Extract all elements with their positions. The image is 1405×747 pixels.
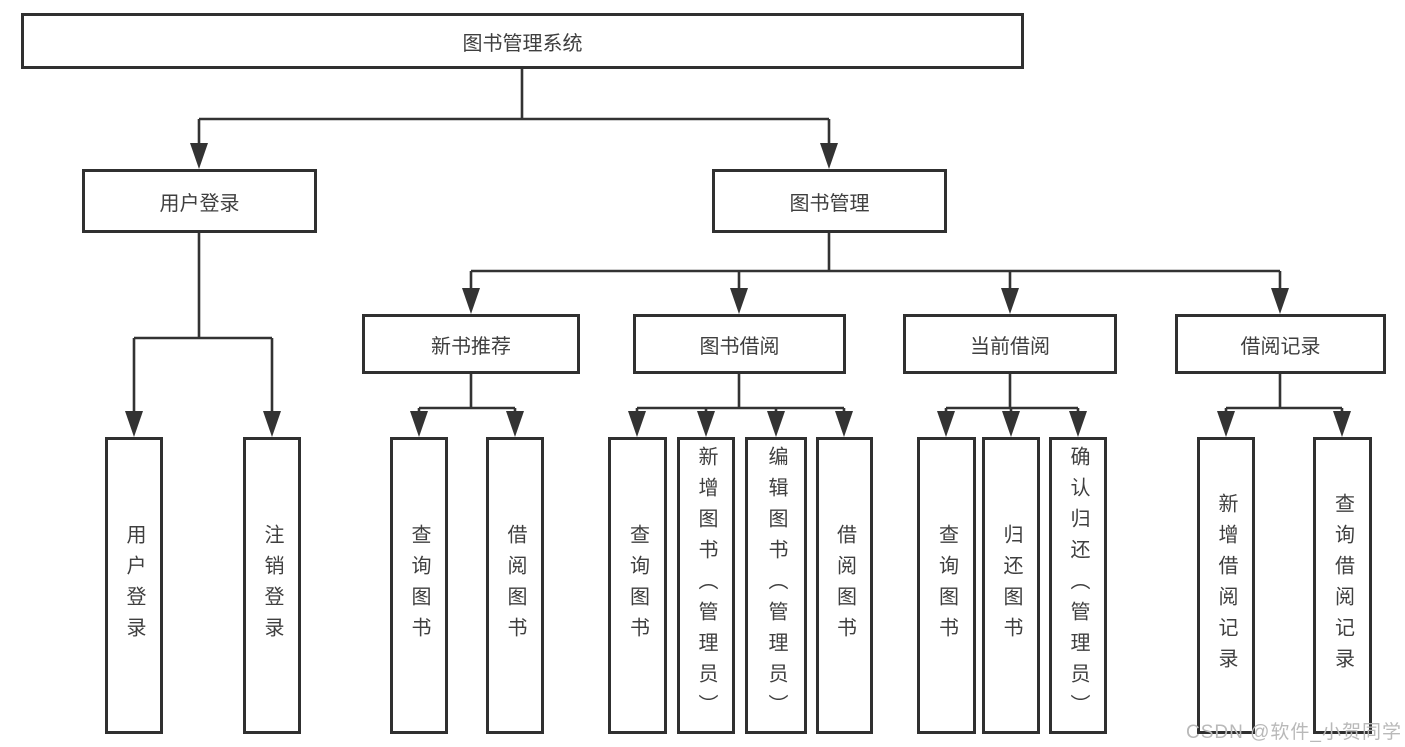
node-add-borrow-record: 新增借阅记录 <box>1197 437 1255 734</box>
node-label: 查询图书 <box>935 523 958 648</box>
node-query-borrow-record: 查询借阅记录 <box>1313 437 1372 734</box>
connector-arrowheads <box>125 143 1351 437</box>
node-return-books: 归还图书 <box>982 437 1040 734</box>
node-borrow-books-2: 借阅图书 <box>816 437 873 734</box>
node-label: 查询借阅记录 <box>1331 492 1354 679</box>
node-label: 新增图书（管理员） <box>695 446 717 725</box>
node-new-book-recommend: 新书推荐 <box>362 314 580 374</box>
node-current-borrowing: 当前借阅 <box>903 314 1117 374</box>
node-user-login-leaf: 用户登录 <box>105 437 163 734</box>
node-edit-books-admin: 编辑图书（管理员） <box>745 437 807 734</box>
connector-edges <box>132 69 1344 413</box>
csdn-watermark: CSDN @软件_小贺同学 <box>1186 722 1402 743</box>
node-label: 编辑图书（管理员） <box>765 446 787 725</box>
node-book-management: 图书管理 <box>712 169 947 233</box>
node-root: 图书管理系统 <box>21 13 1024 69</box>
node-label: 借阅图书 <box>504 523 526 648</box>
node-query-books-3: 查询图书 <box>917 437 976 734</box>
node-label: 注销登录 <box>261 523 283 648</box>
node-borrowing-records: 借阅记录 <box>1175 314 1386 374</box>
node-label: 归还图书 <box>1000 523 1022 648</box>
node-book-borrowing: 图书借阅 <box>633 314 846 374</box>
node-label: 查询图书 <box>626 523 649 648</box>
node-label: 用户登录 <box>123 523 145 648</box>
node-confirm-return-admin: 确认归还（管理员） <box>1049 437 1107 734</box>
node-user-login: 用户登录 <box>82 169 317 233</box>
node-query-books-1: 查询图书 <box>390 437 448 734</box>
node-label: 确认归还（管理员） <box>1067 446 1089 725</box>
node-label: 新增借阅记录 <box>1215 492 1237 679</box>
node-add-books-admin: 新增图书（管理员） <box>677 437 735 734</box>
node-logout-leaf: 注销登录 <box>243 437 301 734</box>
node-query-books-2: 查询图书 <box>608 437 667 734</box>
node-label: 查询图书 <box>408 523 430 648</box>
node-label: 借阅图书 <box>833 523 856 648</box>
node-borrow-books-1: 借阅图书 <box>486 437 544 734</box>
